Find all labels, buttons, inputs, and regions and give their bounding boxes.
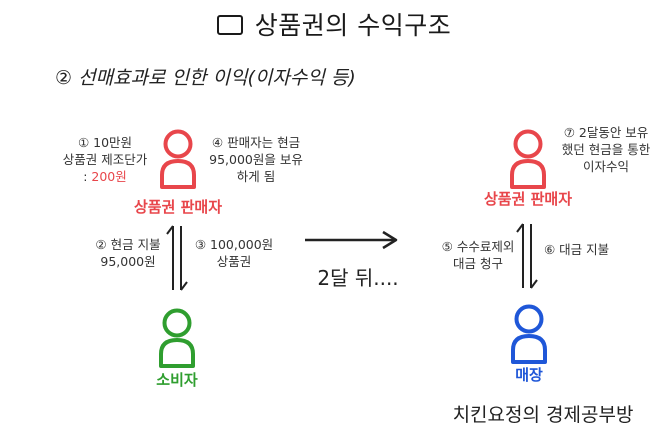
note-cash-payment: ② 현금 지불 95,000원 [88,236,168,270]
right-seller-label: 상품권 판매자 [483,190,573,208]
note-line: ⑤ 수수료제외 [441,239,515,254]
title-text: 상품권의 수익구조 [254,11,452,40]
note-line: 95,000원을 보유 [209,152,303,167]
after-two-months-label: 2달 뒤.... [317,266,399,290]
subtitle: ② 선매효과로 인한 이익(이자수익 등) [55,67,356,89]
footer-credit: 치킨요정의 경제공부방 [452,404,634,426]
note-line: 대금 청구 [453,256,503,271]
note-line: 했던 현금을 통한 [561,142,651,157]
note-line: 상품권 [216,254,252,269]
note-line: ④ 판매자는 현금 [211,135,301,150]
time-arrow-icon [305,230,398,250]
note-line: : 200원 [40,168,170,185]
store-person-icon [511,304,547,364]
seller-person-icon [160,129,196,189]
note-line: 상품권 제조단가 [62,152,148,167]
note-interest-income: ⑦ 2달동안 보유 했던 현금을 통한 이자수익 [548,124,664,175]
note-pay-settlement: ⑥ 대금 지불 [544,242,610,257]
store-label: 매장 [515,366,543,384]
cost-highlight: 200원 [91,169,127,184]
note-line: ① 10만원 [77,135,133,150]
right-exchange-arrows-icon [516,223,538,289]
note-line: ② 현금 지불 [95,237,161,252]
page-title: 상품권의 수익구조 [0,6,668,42]
consumer-person-icon [159,308,195,368]
note-line: 이자수익 [582,159,629,174]
note-line: 95,000원 [100,254,156,269]
seller-label: 상품권 판매자 [133,198,223,216]
note-line: ③ 100,000원 [194,237,274,252]
note-claim-payment: ⑤ 수수료제외 대금 청구 [436,238,520,272]
note-production-cost: ① 10만원 상품권 제조단가 : 200원 [40,134,170,185]
note-seller-holds-cash: ④ 판매자는 현금 95,000원을 보유 하게 됨 [198,134,314,185]
right-seller-person-icon [510,129,546,189]
note-prefix: : [83,169,92,184]
left-exchange-arrows-icon [166,225,188,291]
note-gift-card: ③ 100,000원 상품권 [184,236,284,270]
rounded-rect-icon [216,15,243,35]
note-line: 하게 됨 [236,169,276,184]
note-line: ⑦ 2달동안 보유 [563,125,649,140]
consumer-label: 소비자 [156,371,198,389]
